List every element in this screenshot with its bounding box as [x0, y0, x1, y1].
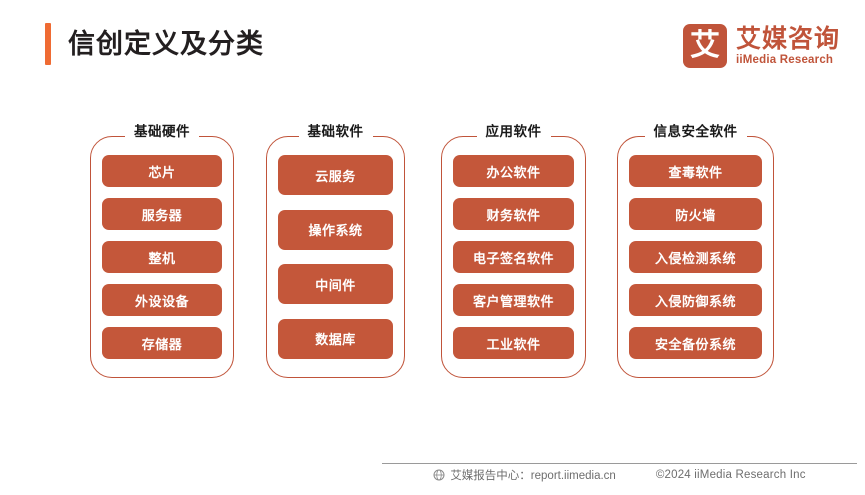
category-item[interactable]: 操作系统: [278, 209, 393, 250]
category-title: 信息安全软件: [644, 125, 747, 139]
logo-mark-icon: 艾: [682, 24, 727, 68]
page-title-group: 信创定义及分类: [45, 23, 264, 65]
category-item[interactable]: 办公软件: [453, 155, 574, 187]
category-item[interactable]: 云服务: [278, 155, 393, 195]
category-item[interactable]: 入侵检测系统: [629, 241, 762, 273]
category-item[interactable]: 外设设备: [102, 284, 222, 316]
category-item[interactable]: 芯片: [102, 155, 222, 187]
globe-icon: [433, 469, 445, 481]
copyright-text: ©2024 iiMedia Research Inc: [655, 469, 806, 481]
category-item[interactable]: 查毒软件: [629, 155, 762, 187]
category-item[interactable]: 入侵防御系统: [629, 284, 762, 316]
category-title: 应用软件: [476, 125, 551, 139]
category-group-application-software: 应用软件 办公软件 财务软件 电子签名软件 客户管理软件 工业软件: [441, 125, 586, 378]
category-item[interactable]: 数据库: [278, 318, 393, 359]
category-item[interactable]: 安全备份系统: [629, 327, 762, 359]
category-items: 办公软件 财务软件 电子签名软件 客户管理软件 工业软件: [442, 155, 585, 359]
category-item[interactable]: 财务软件: [453, 198, 574, 230]
category-title: 基础软件: [298, 125, 373, 139]
category-title: 基础硬件: [125, 125, 199, 139]
title-accent-bar: [45, 23, 51, 65]
category-item[interactable]: 客户管理软件: [453, 284, 574, 316]
logo-name-en: iiMedia Research: [735, 53, 834, 66]
category-item[interactable]: 工业软件: [453, 327, 574, 359]
category-item[interactable]: 服务器: [102, 198, 222, 230]
category-group-basic-software: 基础软件 云服务 操作系统 中间件 数据库: [266, 125, 405, 378]
category-item[interactable]: 电子签名软件: [453, 241, 574, 273]
brand-logo: 艾 艾媒咨询 iiMedia Research: [682, 24, 840, 68]
category-items: 云服务 操作系统 中间件 数据库: [267, 155, 404, 359]
classification-diagram: 基础硬件 芯片 服务器 整机 外设设备 存储器 基础软件 云服务 操作系统 中间…: [0, 125, 865, 386]
category-group-basic-hardware: 基础硬件 芯片 服务器 整机 外设设备 存储器: [90, 125, 234, 378]
report-center-text: 艾媒报告中心：report.iimedia.cn: [450, 470, 616, 482]
page-header: 信创定义及分类 艾 艾媒咨询 iiMedia Research: [0, 0, 865, 96]
category-group-information-security-software: 信息安全软件 查毒软件 防火墙 入侵检测系统 入侵防御系统 安全备份系统: [617, 125, 774, 378]
category-items: 查毒软件 防火墙 入侵检测系统 入侵防御系统 安全备份系统: [618, 155, 773, 359]
footer-divider: [382, 463, 857, 464]
logo-text-group: 艾媒咨询 iiMedia Research: [736, 25, 840, 68]
category-item[interactable]: 整机: [102, 241, 222, 273]
category-item[interactable]: 防火墙: [629, 198, 762, 230]
footer-content: 艾媒报告中心：report.iimedia.cn ©2024 iiMedia R…: [382, 467, 857, 483]
page-footer: 艾媒报告中心：report.iimedia.cn ©2024 iiMedia R…: [0, 453, 865, 495]
category-items: 芯片 服务器 整机 外设设备 存储器: [91, 155, 233, 359]
page-title: 信创定义及分类: [68, 28, 264, 59]
report-center-info: 艾媒报告中心：report.iimedia.cn: [433, 467, 616, 483]
category-item[interactable]: 中间件: [278, 264, 393, 305]
logo-name-cn: 艾媒咨询: [735, 24, 840, 53]
category-item[interactable]: 存储器: [102, 327, 222, 359]
